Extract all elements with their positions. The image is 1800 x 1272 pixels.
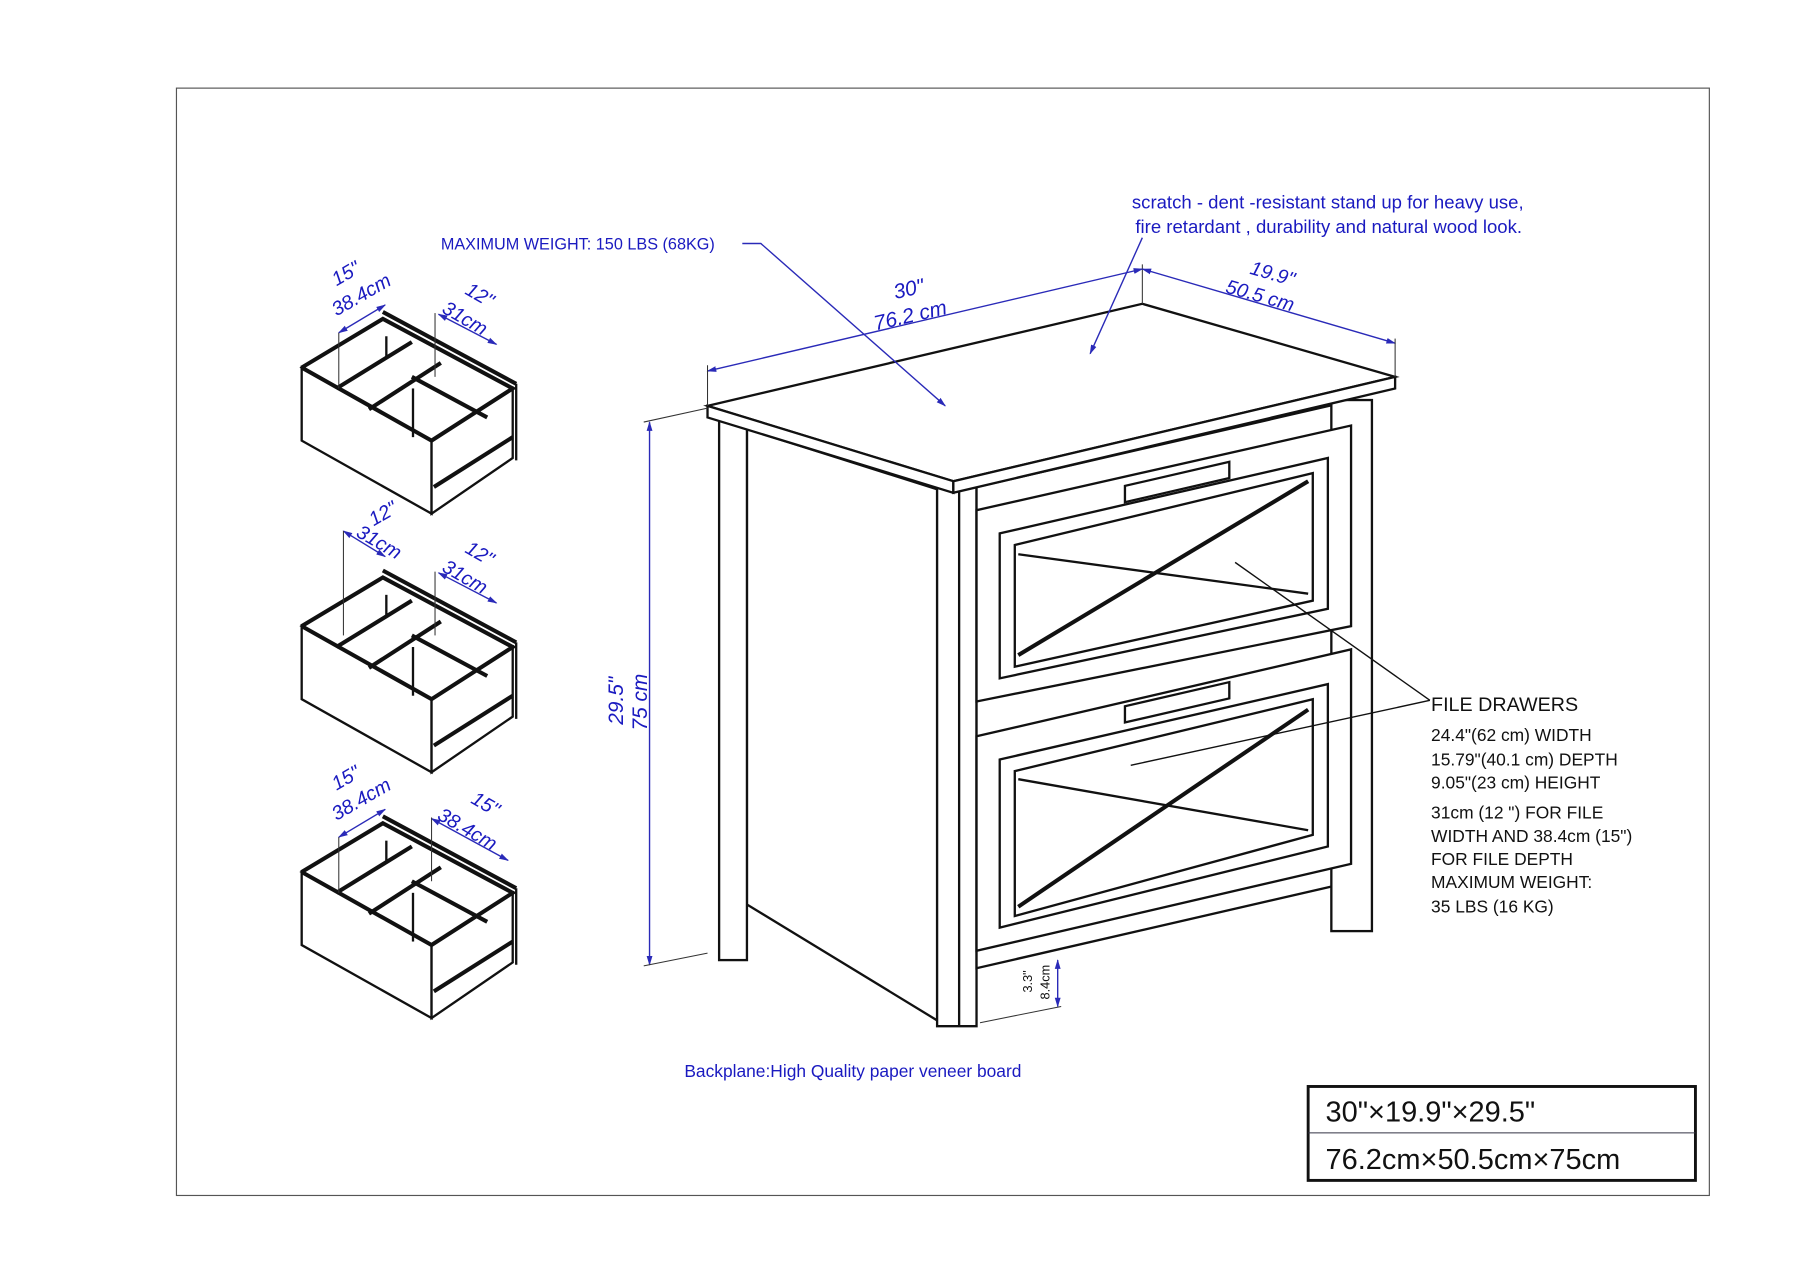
spec-line: 15.79"(40.1 cm) DEPTH xyxy=(1431,749,1618,769)
spec-line: 31cm (12 ") FOR FILE xyxy=(1431,803,1603,823)
title-block: 30"×19.9"×29.5" 76.2cm×50.5cm×75cm xyxy=(1306,1085,1697,1182)
leg-inch: 3.3" xyxy=(1020,970,1035,992)
dimensions-imperial: 30"×19.9"×29.5" xyxy=(1326,1096,1536,1128)
height-cm: 75 cm xyxy=(629,674,652,731)
file-drawers-title: FILE DRAWERS xyxy=(1431,694,1578,716)
spec-line: FOR FILE DEPTH xyxy=(1431,849,1573,869)
width-inch: 30" xyxy=(891,274,928,304)
max-weight-note: MAXIMUM WEIGHT: 150 LBS (68KG) xyxy=(441,235,715,253)
finish-note-line2: fire retardant , durability and natural … xyxy=(1135,216,1522,237)
leg-cm: 8.4cm xyxy=(1038,965,1053,1000)
spec-line: 9.05"(23 cm) HEIGHT xyxy=(1431,772,1601,792)
drawer-config-3: 15" 38.4cm 15" 38.4cm xyxy=(302,761,517,1018)
dimensions-metric: 76.2cm×50.5cm×75cm xyxy=(1326,1144,1621,1176)
spec-line: 24.4"(62 cm) WIDTH xyxy=(1431,725,1592,745)
backplane-note: Backplane:High Quality paper veneer boar… xyxy=(684,1061,1021,1081)
drawer-config-2: 12" 31cm 12" 31cm xyxy=(302,497,517,772)
spec-line: MAXIMUM WEIGHT: xyxy=(1431,872,1592,892)
finish-note-line1: scratch - dent -resistant stand up for h… xyxy=(1132,192,1524,213)
spec-line: 35 LBS (16 KG) xyxy=(1431,897,1554,917)
spec-line: WIDTH AND 38.4cm (15") xyxy=(1431,826,1632,846)
width-cm: 76.2 cm xyxy=(872,296,949,335)
drawer-config-1: 15" 38.4cm 12" 31cm xyxy=(302,257,517,514)
sheet-border xyxy=(175,87,1710,1197)
file-drawer-spec: FILE DRAWERS 24.4"(62 cm) WIDTH 15.79"(4… xyxy=(1431,694,1632,917)
cabinet-drawing xyxy=(703,302,1400,1028)
height-inch: 29.5" xyxy=(605,675,628,726)
dim-b-inch: 15" xyxy=(467,788,504,822)
